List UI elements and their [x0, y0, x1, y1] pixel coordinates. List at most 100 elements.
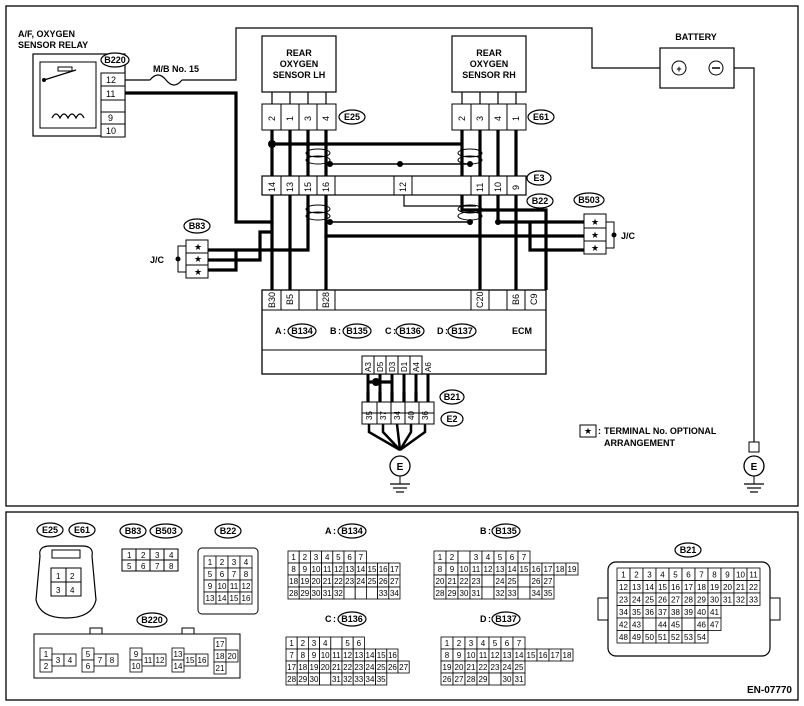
b135-pin: 23 [472, 577, 481, 586]
b136-pin: 12 [343, 651, 352, 660]
b22-pin: 9 [208, 582, 213, 591]
b135-pin: 13 [496, 565, 505, 574]
svg-text:12: 12 [398, 182, 408, 192]
svg-text:16: 16 [321, 182, 331, 192]
b134-pin: 33 [379, 589, 388, 598]
svg-text:C: C [325, 614, 332, 624]
b137-pin: 7 [517, 639, 522, 648]
b137-pin: 16 [539, 651, 548, 660]
b220-pin: 2 [44, 662, 49, 671]
svg-text::: : [598, 426, 601, 436]
b137-pin: 15 [527, 651, 536, 660]
b220-pin: 18 [216, 652, 225, 661]
b220-pin: 20 [228, 652, 237, 661]
b220-pin: 5 [86, 650, 91, 659]
b134-pin: 8 [291, 565, 296, 574]
b134-pin: 18 [289, 577, 298, 586]
relay-pin-10: 10 [106, 126, 116, 136]
svg-text:B6: B6 [511, 294, 521, 305]
svg-text:B220: B220 [104, 55, 126, 65]
mb-fuse-label: M/B No. 15 [153, 64, 199, 74]
b21-pin: 30 [710, 596, 719, 605]
svg-text:B134: B134 [341, 526, 363, 536]
b136-pin: 23 [354, 663, 363, 672]
b21-pin: 4 [660, 571, 665, 580]
b136-cell [375, 672, 388, 686]
b136-pin: 15 [377, 651, 386, 660]
battery: BATTERY + [659, 32, 735, 89]
b134-pin: 27 [390, 577, 399, 586]
b136-cell [319, 672, 332, 686]
b135-pin: 30 [460, 589, 469, 598]
b134-pin: 22 [334, 577, 343, 586]
b136-pin: 29 [298, 675, 307, 684]
b135-pin: 20 [436, 577, 445, 586]
b134-pin: 15 [368, 565, 377, 574]
svg-text:A6: A6 [424, 362, 433, 372]
b21-pin: 47 [710, 621, 719, 630]
b136-pin: 9 [312, 651, 317, 660]
svg-text:C: C [385, 326, 392, 336]
b21-pin: 6 [686, 571, 691, 580]
svg-text:D1: D1 [400, 361, 409, 372]
b220-pin: 6 [86, 662, 91, 671]
b21-pin: 3 [647, 571, 652, 580]
svg-text:ECM: ECM [512, 326, 532, 336]
b134-pin: 24 [356, 577, 365, 586]
b135-pin: 33 [508, 589, 517, 598]
b21-pin: 5 [673, 571, 678, 580]
svg-text:E: E [397, 462, 404, 473]
b220-pin: 9 [134, 650, 139, 659]
document-id: EN-07770 [747, 685, 792, 696]
b136-pin: 5 [345, 639, 350, 648]
b21-pin: 31 [723, 596, 732, 605]
b135-pin: 10 [460, 565, 469, 574]
b21-pin: 17 [684, 583, 693, 592]
b21-cell [746, 592, 761, 606]
b134-pin: 34 [390, 589, 399, 598]
svg-text:2: 2 [141, 551, 146, 560]
b134-pin: 4 [325, 553, 330, 562]
svg-text:A: A [325, 526, 332, 536]
relay-pin-12: 12 [106, 75, 116, 85]
svg-text:SENSOR LH: SENSOR LH [273, 70, 326, 80]
svg-text::: : [283, 326, 286, 336]
b22-pin: 6 [220, 570, 225, 579]
b134-pin: 6 [347, 553, 352, 562]
badge-b22: B22 [526, 193, 554, 209]
svg-text:3: 3 [155, 551, 160, 560]
b134-pin: 16 [379, 565, 388, 574]
svg-text:B136: B136 [341, 614, 363, 624]
svg-text:C20: C20 [475, 291, 485, 308]
b21-pin: 9 [725, 571, 730, 580]
b21-pin: 24 [632, 596, 641, 605]
b134-pin: 32 [334, 589, 343, 598]
svg-text:★: ★ [591, 243, 599, 253]
b135-cell [457, 550, 471, 564]
b135-cell [481, 586, 495, 600]
b21-pin: 13 [632, 583, 641, 592]
svg-text:4: 4 [493, 116, 503, 121]
b21-pin: 19 [710, 583, 719, 592]
relay-label-line1: A/F, OXYGEN [18, 29, 75, 39]
b21-pin: 54 [697, 633, 706, 642]
b136-pin: 21 [332, 663, 341, 672]
b137-pin: 10 [467, 651, 476, 660]
b21-pin: 27 [671, 596, 680, 605]
b21-pin: 11 [749, 571, 758, 580]
b135-cell [481, 574, 495, 588]
b21-pin: 51 [658, 633, 667, 642]
svg-text:B220: B220 [141, 615, 163, 625]
svg-text:A4: A4 [412, 362, 421, 372]
svg-text:TERMINAL No. OPTIONAL: TERMINAL No. OPTIONAL [604, 426, 717, 436]
b136-pin: 28 [287, 675, 296, 684]
b21-pin: 10 [736, 571, 745, 580]
b22-pin: 16 [242, 594, 251, 603]
svg-text:★: ★ [194, 267, 202, 277]
svg-text:B135: B135 [346, 326, 368, 336]
b220-pin: 15 [186, 656, 195, 665]
